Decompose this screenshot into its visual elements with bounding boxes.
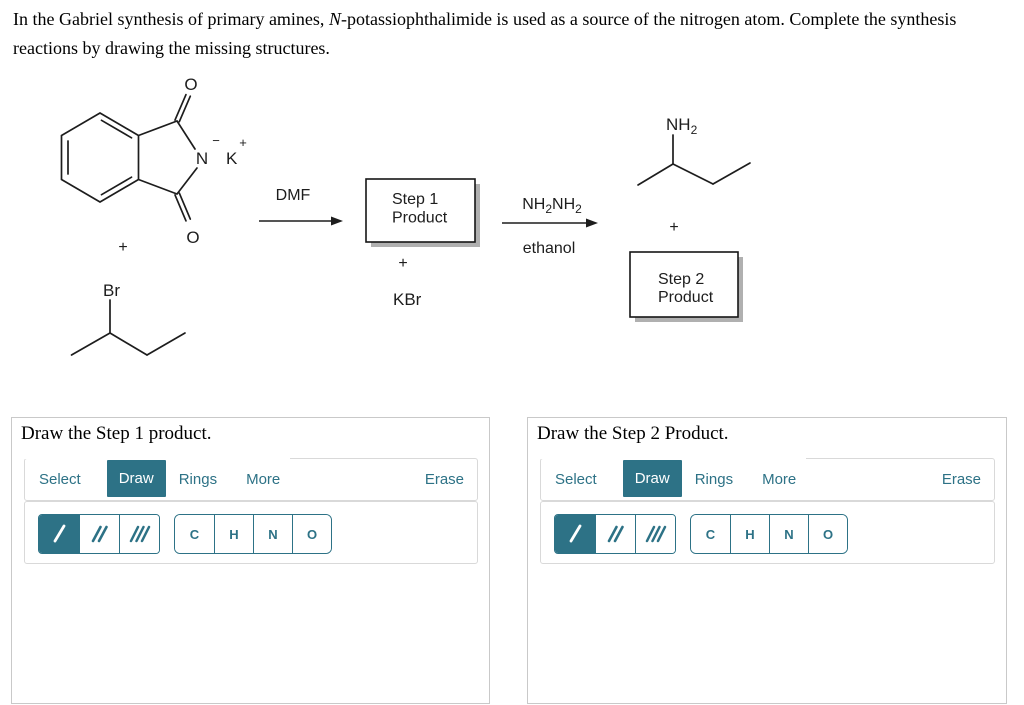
atom-button-group: C H N O (174, 514, 332, 554)
sketcher-tool-row: C H N O (24, 501, 478, 564)
tab-rings[interactable]: Rings (694, 471, 734, 488)
triple-bond-icon (645, 525, 666, 543)
nitrogen-label: N (196, 149, 208, 168)
potassium-charge-label: + (239, 135, 247, 150)
erase-button[interactable]: Erase (941, 471, 981, 488)
panel-title: Draw the Step 2 Product. (537, 423, 729, 444)
atom-button-group: C H N O (690, 514, 848, 554)
atom-button-oxygen[interactable]: O (808, 515, 847, 553)
kbr-label: KBr (393, 290, 422, 309)
arrow2-reagent-label: NH2NH2 (522, 196, 582, 216)
bromine-label: Br (103, 281, 120, 300)
atom-button-nitrogen[interactable]: N (769, 515, 808, 553)
triple-bond-button[interactable] (635, 515, 675, 553)
bromobutane-structure: Br (70, 281, 186, 356)
reaction-scheme: O O N − K + + Br DMF Step 1 Product (60, 75, 751, 356)
step2-product-box: Step 2 Product (629, 251, 743, 322)
problem-statement: In the Gabriel synthesis of primary amin… (13, 5, 1017, 63)
single-bond-button[interactable] (555, 515, 595, 553)
tab-rings[interactable]: Rings (178, 471, 218, 488)
sketcher-tool-row: C H N O (540, 501, 995, 564)
reaction-arrow-1: DMF (259, 187, 343, 226)
step1-box-line2: Product (392, 210, 448, 227)
plus-sign-reactants: + (118, 239, 127, 256)
double-bond-icon (607, 525, 624, 543)
single-bond-icon (569, 524, 582, 543)
erase-button[interactable]: Erase (424, 471, 464, 488)
problem-text-italic-n: N (328, 9, 341, 29)
double-bond-button[interactable] (595, 515, 635, 553)
step1-box-line1: Step 1 (392, 191, 438, 208)
tab-select[interactable]: Select (555, 471, 597, 488)
arrow1-reagent-label: DMF (276, 187, 311, 204)
oxygen-bottom-label: O (186, 228, 199, 247)
tab-more[interactable]: More (762, 471, 797, 488)
butylamine-structure: NH2 (637, 115, 751, 186)
atom-button-hydrogen[interactable]: H (730, 515, 769, 553)
panel-title: Draw the Step 1 product. (21, 423, 212, 444)
double-bond-icon (91, 525, 108, 543)
double-bond-button[interactable] (79, 515, 119, 553)
plus-sign-products: + (669, 219, 678, 236)
amine-group-label: NH2 (666, 115, 698, 137)
atom-button-hydrogen[interactable]: H (214, 515, 253, 553)
triple-bond-icon (129, 525, 150, 543)
atom-button-oxygen[interactable]: O (292, 515, 331, 553)
nitrogen-charge-label: − (212, 133, 220, 148)
tab-more[interactable]: More (246, 471, 281, 488)
bond-button-group (38, 514, 160, 554)
tab-select[interactable]: Select (39, 471, 81, 488)
atom-button-carbon[interactable]: C (175, 515, 214, 553)
phthalimide-structure: O O N − K + (60, 75, 247, 247)
plus-sign-byproduct: + (398, 255, 407, 272)
single-bond-icon (53, 524, 66, 543)
problem-text-part1: In the Gabriel synthesis of primary amin… (13, 9, 329, 29)
tab-draw[interactable]: Draw (622, 460, 682, 497)
oxygen-top-label: O (184, 75, 197, 94)
tab-draw[interactable]: Draw (106, 460, 166, 497)
step1-product-box: Step 1 Product (365, 178, 480, 247)
atom-button-carbon[interactable]: C (691, 515, 730, 553)
step2-draw-panel: Draw the Step 2 Product. Select Draw Rin… (527, 417, 1007, 704)
sketcher-tab-bar: Select Draw Rings More Erase (24, 458, 478, 501)
arrow2-solvent-label: ethanol (523, 240, 576, 257)
step2-box-line2: Product (658, 289, 714, 306)
atom-button-nitrogen[interactable]: N (253, 515, 292, 553)
sketcher-tab-bar: Select Draw Rings More Erase (540, 458, 995, 501)
triple-bond-button[interactable] (119, 515, 159, 553)
problem-text-part2: -potassiophthalimide is used as a source… (13, 9, 957, 58)
step1-draw-panel: Draw the Step 1 product. Select Draw Rin… (11, 417, 490, 704)
reaction-arrow-2: NH2NH2 ethanol (502, 196, 598, 257)
single-bond-button[interactable] (39, 515, 79, 553)
bond-button-group (554, 514, 676, 554)
step2-box-line1: Step 2 (658, 271, 704, 288)
potassium-label: K (226, 149, 238, 168)
